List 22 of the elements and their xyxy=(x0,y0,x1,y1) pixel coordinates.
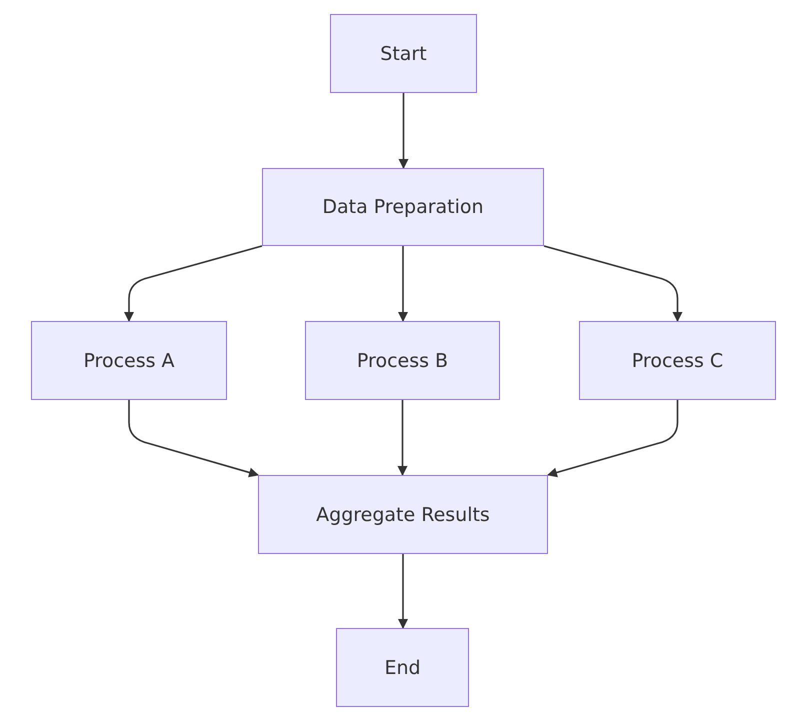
arrow xyxy=(124,245,262,322)
arrow xyxy=(398,400,408,476)
node-label: Aggregate Results xyxy=(316,504,490,526)
process-box xyxy=(258,475,548,554)
process-box xyxy=(330,14,477,93)
arrow xyxy=(547,400,678,478)
node-label: Data Preparation xyxy=(322,196,484,218)
arrow xyxy=(398,246,408,322)
process-box xyxy=(262,168,544,246)
arrow xyxy=(544,245,682,322)
process-box xyxy=(31,321,227,400)
process-box xyxy=(336,628,469,707)
node-label: Process C xyxy=(632,350,724,372)
arrow xyxy=(398,93,408,169)
process-box xyxy=(579,321,776,400)
process-box xyxy=(305,321,500,400)
node-label: Process B xyxy=(356,350,448,372)
node-label: End xyxy=(384,656,421,678)
node-label: Process A xyxy=(83,350,175,372)
arrow xyxy=(398,554,408,629)
node-label: Start xyxy=(380,42,427,64)
arrow xyxy=(128,400,259,478)
